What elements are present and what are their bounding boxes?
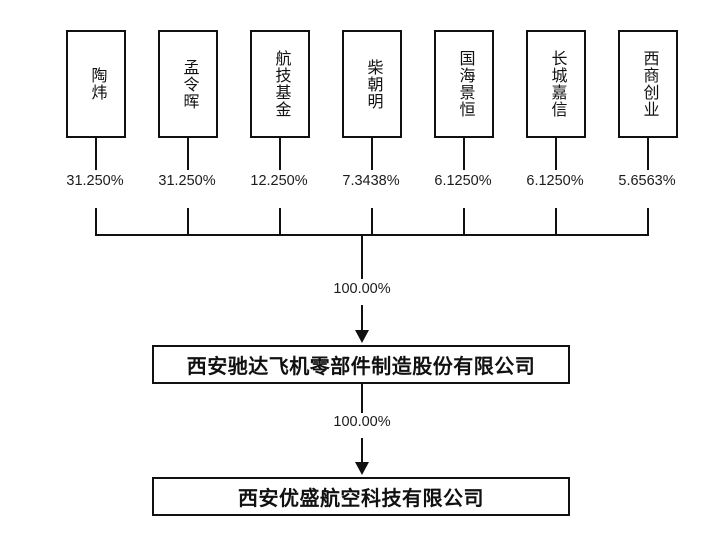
shareholder-box-3[interactable]: 航技基金: [250, 30, 310, 138]
shareholder-label-3: 航技基金: [272, 50, 290, 118]
connector-parent-to-subsidiary-percent: [360, 384, 363, 413]
shareholder-box-1[interactable]: 陶炜: [66, 30, 126, 138]
connector-subsidiary-percent-to-box: [360, 438, 363, 463]
connector-box-to-percent-5: [462, 138, 465, 170]
shareholder-percent-2: 31.250%: [158, 173, 216, 189]
shareholder-label-1: 陶炜: [88, 67, 106, 101]
connector-percent-to-bus-5: [462, 208, 465, 236]
arrow-down-icon-to-subsidiary: [354, 462, 369, 475]
shareholder-percent-3: 12.250%: [250, 173, 308, 189]
parent-company-box[interactable]: 西安驰达飞机零部件制造股份有限公司: [152, 345, 570, 384]
parent-company-label: 西安驰达飞机零部件制造股份有限公司: [186, 356, 536, 378]
shareholder-box-7[interactable]: 西商创业: [618, 30, 678, 138]
connector-box-to-percent-3: [278, 138, 281, 170]
shareholder-percent-5: 6.1250%: [434, 173, 492, 189]
subsidiary-company-box[interactable]: 西安优盛航空科技有限公司: [152, 477, 570, 516]
shareholder-box-5[interactable]: 国海景恒: [434, 30, 494, 138]
aggregation-bus-bar: [94, 233, 649, 236]
connector-box-to-percent-1: [94, 138, 97, 170]
subsidiary-percent-label: 100.00%: [333, 414, 391, 430]
shareholder-label-5: 国海景恒: [456, 50, 474, 118]
connector-percent-to-bus-4: [370, 208, 373, 236]
connector-box-to-percent-7: [646, 138, 649, 170]
shareholder-label-7: 西商创业: [640, 50, 658, 118]
connector-percent-to-bus-7: [646, 208, 649, 236]
shareholder-label-4: 柴朝明: [364, 58, 382, 110]
connector-box-to-percent-2: [186, 138, 189, 170]
connector-aggregate-percent-to-parent: [360, 305, 363, 331]
shareholder-box-4[interactable]: 柴朝明: [342, 30, 402, 138]
arrow-down-icon-to-parent: [354, 330, 369, 343]
connector-percent-to-bus-6: [554, 208, 557, 236]
shareholder-percent-1: 31.250%: [66, 173, 124, 189]
shareholder-label-6: 长城嘉信: [548, 50, 566, 118]
connector-box-to-percent-6: [554, 138, 557, 170]
connector-box-to-percent-4: [370, 138, 373, 170]
shareholder-percent-6: 6.1250%: [526, 173, 584, 189]
connector-percent-to-bus-3: [278, 208, 281, 236]
shareholder-percent-4: 7.3438%: [342, 173, 400, 189]
aggregate-percent-label: 100.00%: [333, 281, 391, 297]
shareholder-box-2[interactable]: 孟令晖: [158, 30, 218, 138]
shareholder-label-2: 孟令晖: [180, 58, 198, 110]
shareholder-box-6[interactable]: 长城嘉信: [526, 30, 586, 138]
connector-bus-to-aggregate-percent: [360, 233, 363, 279]
subsidiary-company-label: 西安优盛航空科技有限公司: [238, 488, 484, 510]
connector-percent-to-bus-1: [94, 208, 97, 236]
connector-percent-to-bus-2: [186, 208, 189, 236]
shareholder-percent-7: 5.6563%: [618, 173, 676, 189]
